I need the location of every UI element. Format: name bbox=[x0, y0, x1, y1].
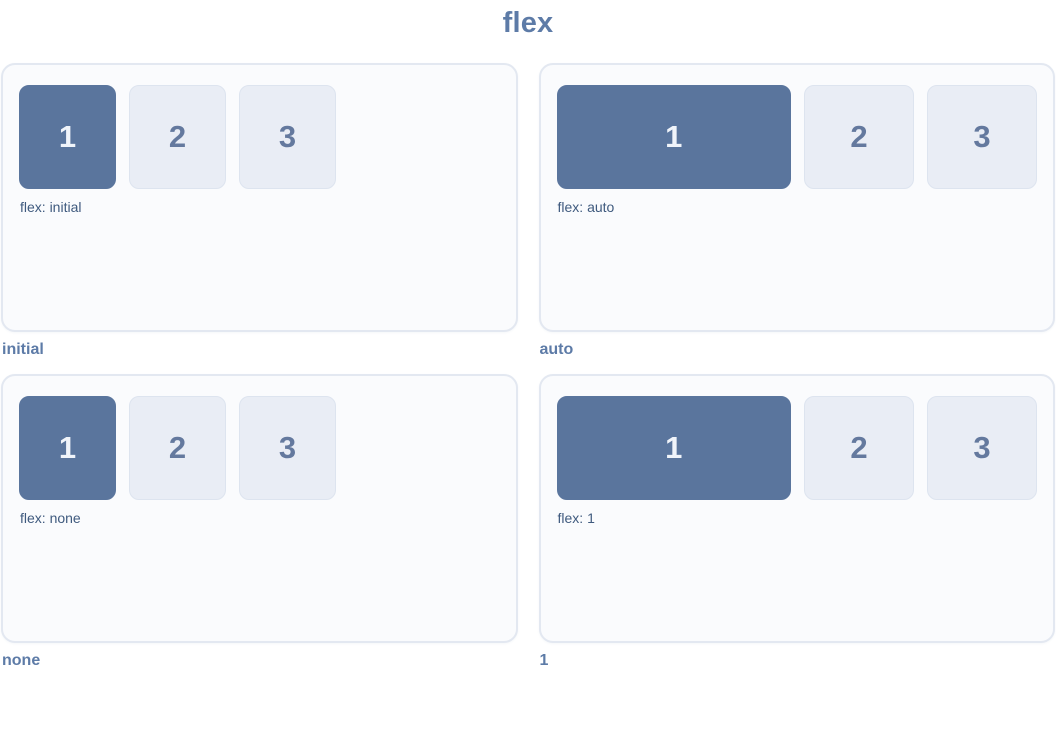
panel-label-1: 1 bbox=[539, 652, 549, 669]
flex-item-1: 1 bbox=[556, 85, 791, 189]
flex-demo-panel-1: 1 2 3 flex: 1 bbox=[538, 374, 1055, 643]
flex-rule-caption: flex: none bbox=[20, 510, 81, 526]
flex-item-1: 1 bbox=[556, 396, 791, 500]
page-title: flex bbox=[502, 7, 554, 39]
flex-item-2: 2 bbox=[804, 396, 914, 500]
flex-demo-panel-initial: 1 2 3 flex: initial bbox=[1, 63, 518, 332]
demo-cell-none: 1 2 3 flex: none none bbox=[1, 374, 518, 670]
flex-demo-panel-none: 1 2 3 flex: none bbox=[1, 374, 518, 643]
flex-item-3: 3 bbox=[239, 396, 336, 500]
flex-item-2: 2 bbox=[129, 85, 226, 189]
flex-item-1: 1 bbox=[19, 396, 116, 500]
demo-cell-auto: 1 2 3 flex: auto auto bbox=[538, 63, 1055, 359]
panel-label-initial: initial bbox=[2, 341, 44, 358]
panel-label-none: none bbox=[2, 652, 41, 669]
demo-cell-initial: 1 2 3 flex: initial initial bbox=[1, 63, 518, 359]
flex-item-3: 3 bbox=[239, 85, 336, 189]
flex-item-3: 3 bbox=[927, 396, 1037, 500]
panel-label-auto: auto bbox=[539, 341, 574, 358]
flex-item-2: 2 bbox=[129, 396, 226, 500]
flex-container: 1 2 3 bbox=[556, 396, 1037, 500]
flex-container: 1 2 3 bbox=[19, 396, 500, 500]
flex-item-3: 3 bbox=[927, 85, 1037, 189]
flex-rule-caption: flex: initial bbox=[20, 199, 82, 215]
flex-item-1: 1 bbox=[19, 85, 116, 189]
flex-rule-caption: flex: 1 bbox=[557, 510, 595, 526]
flex-item-2: 2 bbox=[804, 85, 914, 189]
flex-container: 1 2 3 bbox=[556, 85, 1037, 189]
flex-demo-panel-auto: 1 2 3 flex: auto bbox=[538, 63, 1055, 332]
flex-container: 1 2 3 bbox=[19, 85, 500, 189]
flex-rule-caption: flex: auto bbox=[557, 199, 615, 215]
demo-cell-1: 1 2 3 flex: 1 1 bbox=[538, 374, 1055, 670]
demo-grid: 1 2 3 flex: initial initial 1 2 3 flex: … bbox=[1, 63, 1055, 670]
